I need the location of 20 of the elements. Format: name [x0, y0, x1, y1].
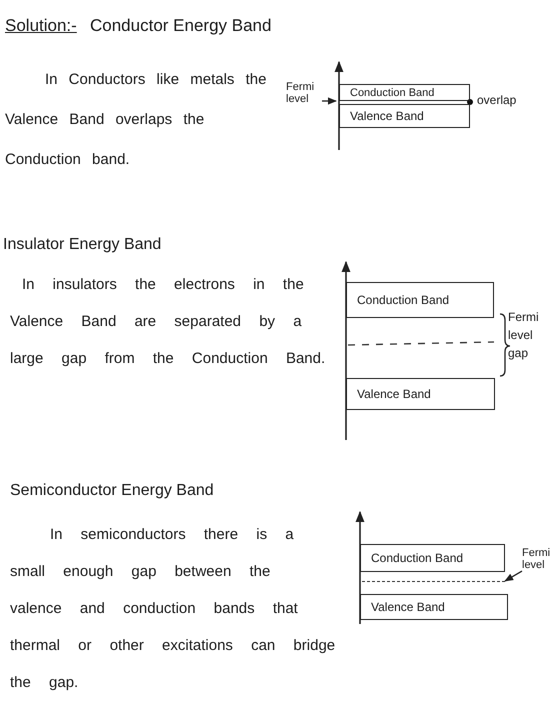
fermi-level-label: Fermi level [522, 548, 558, 572]
section-heading: Semiconductor Energy Band [10, 482, 214, 500]
energy-band: Conduction Band [360, 544, 505, 572]
energy-band: Conduction Band [339, 84, 470, 101]
energy-band: Valence Band [346, 378, 495, 410]
overlap-label: overlap [477, 93, 516, 107]
paragraph: In Conductors like metals the Valence Band overlaps the Conduction band. [5, 70, 268, 170]
paragraph: In semiconductors there is a small enough gap between the valence and conduction bands that thermal or other excitations can bridge the gap. [10, 525, 336, 693]
leader-arrow [504, 570, 522, 582]
energy-band: Conduction Band [346, 282, 494, 318]
solution-heading: Solution:- [5, 16, 77, 36]
section-heading: Insulator Energy Band [3, 236, 162, 254]
fermi-level-line [362, 581, 505, 583]
energy-band: Valence Band [360, 594, 508, 620]
leader-arrow [322, 97, 337, 105]
energy-band: Valence Band [339, 104, 470, 128]
paragraph: In insulators the electrons in the Valence Band are separated by a large gap from the Conduction Band. [10, 275, 326, 369]
section-heading: Conductor Energy Band [90, 16, 272, 36]
fermi-level-label: Fermi level [286, 82, 322, 106]
gap-label: Fermi level gap [508, 309, 540, 362]
